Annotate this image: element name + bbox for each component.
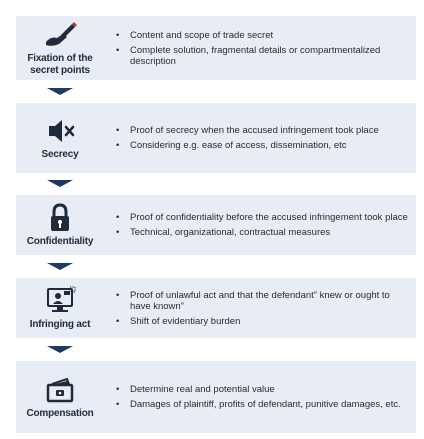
list-item: •Shift of evidentiary burden [116, 315, 241, 327]
list-item: •Proof of unlawful act and that the defe… [116, 289, 390, 312]
step-fixation: Fixation of the secret points •Content a… [16, 16, 416, 80]
step-fixation-header: Fixation of the secret points [16, 16, 104, 80]
step-compensation-bullets: •Determine real and potential value •Dam… [116, 361, 408, 433]
flow-arrow [47, 263, 73, 270]
step-secrecy-header: Secrecy [16, 103, 104, 173]
list-item: •Damages of plaintiff, profits of defend… [116, 399, 401, 410]
step-infringing-act-bullets: •Proof of unlawful act and that the defe… [116, 278, 408, 338]
step-compensation: Compensation •Determine real and potenti… [16, 361, 416, 433]
list-item: •Determine real and potential value [116, 384, 275, 395]
lock-icon [51, 202, 69, 231]
list-item: •Considering e.g. ease of access, dissem… [116, 140, 347, 151]
step-confidentiality-header: Confidentiality [16, 195, 104, 255]
list-item: •Proof of confidentiality before the acc… [116, 212, 408, 223]
hand-pen-icon [46, 21, 77, 46]
list-item: •Technical, organizational, contractual … [116, 227, 331, 238]
step-secrecy: Secrecy •Proof of secrecy when the accus… [16, 103, 416, 173]
step-infringing-act-header: Infringing act [16, 278, 104, 338]
step-confidentiality-bullets: •Proof of confidentiality before the acc… [116, 195, 408, 255]
list-item: •Proof of secrecy when the accused infri… [116, 125, 379, 136]
flow-arrow [47, 346, 73, 353]
flow-arrow [47, 180, 73, 187]
flow-arrow [47, 88, 73, 95]
step-fixation-label: Fixation of the secret points [27, 52, 93, 76]
step-compensation-header: Compensation [16, 361, 104, 433]
step-confidentiality: Confidentiality •Proof of confidentialit… [16, 195, 416, 255]
step-confidentiality-label: Confidentiality [26, 235, 94, 247]
step-fixation-bullets: •Content and scope of trade secret •Comp… [116, 16, 408, 80]
list-item: •Content and scope of trade secret [116, 29, 274, 41]
step-infringing-act-label: Infringing act [29, 318, 91, 330]
step-infringing-act: Infringing act •Proof of unlawful act an… [16, 278, 416, 338]
computer-user-icon [47, 286, 76, 312]
list-item: •Complete solution, fragmental details o… [116, 44, 381, 67]
step-compensation-label: Compensation [26, 407, 94, 419]
step-secrecy-bullets: •Proof of secrecy when the accused infri… [116, 103, 408, 173]
step-secrecy-label: Secrecy [41, 148, 79, 160]
wallet-icon [46, 377, 74, 402]
speaker-mute-icon [49, 119, 75, 142]
